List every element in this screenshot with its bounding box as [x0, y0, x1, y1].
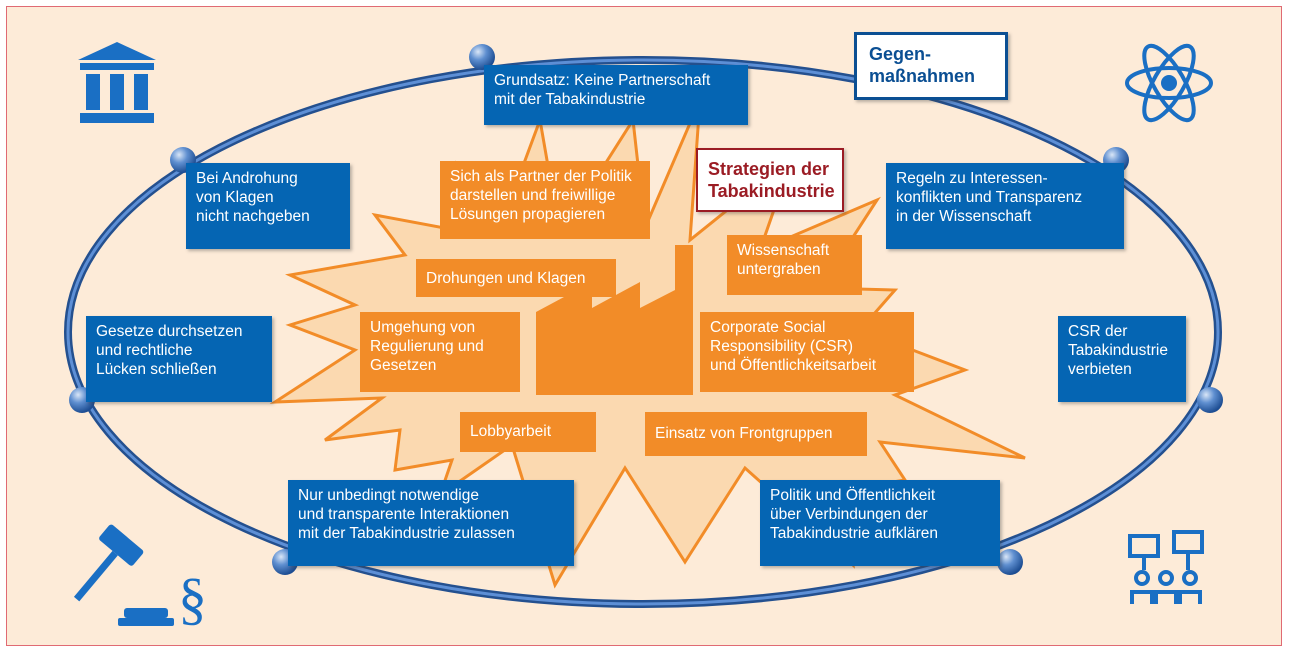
strategy-threats-lawsuits: Drohungen und Klagen [416, 259, 616, 297]
ring-node [1197, 387, 1223, 413]
strategies-title: Strategien der Tabakindustrie [696, 148, 844, 212]
svg-text:§: § [178, 566, 204, 630]
countermeasure-inform-public: Politik und Öffentlichkeit über Verbindu… [760, 480, 1000, 566]
government-building-icon [78, 42, 156, 123]
countermeasure-science-transparency: Regeln zu Interessen- konflikten und Tra… [886, 163, 1124, 249]
strategy-circumvent-regulation: Umgehung von Regulierung und Gesetzen [360, 312, 520, 392]
atom-science-icon [1125, 43, 1213, 123]
gavel-law-icon: § [74, 524, 204, 630]
countermeasure-limit-interactions: Nur unbedingt notwendige und transparent… [288, 480, 574, 566]
strategy-csr-pr: Corporate Social Responsibility (CSR) un… [700, 312, 914, 392]
countermeasure-enforce-laws: Gesetze durchsetzen und rechtliche Lücke… [86, 316, 272, 402]
countermeasure-resist-lawsuits: Bei Androhung von Klagen nicht nachgeben [186, 163, 350, 249]
strategy-undermine-science: Wissenschaft untergraben [727, 235, 862, 295]
countermeasure-ban-csr: CSR der Tabakindustrie verbieten [1058, 316, 1186, 402]
strategy-lobbying: Lobbyarbeit [460, 412, 596, 452]
strategy-partner-politics: Sich als Partner der Politik darstellen … [440, 161, 650, 239]
public-audience-icon [1128, 530, 1204, 604]
strategy-front-groups: Einsatz von Frontgruppen [645, 412, 867, 456]
ring-node [997, 549, 1023, 575]
countermeasure-no-partnership: Grundsatz: Keine Partnerschaft mit der T… [484, 65, 748, 125]
ring-node [469, 44, 495, 70]
countermeasures-title: Gegen- maßnahmen [854, 32, 1008, 100]
factory-icon [536, 245, 693, 395]
